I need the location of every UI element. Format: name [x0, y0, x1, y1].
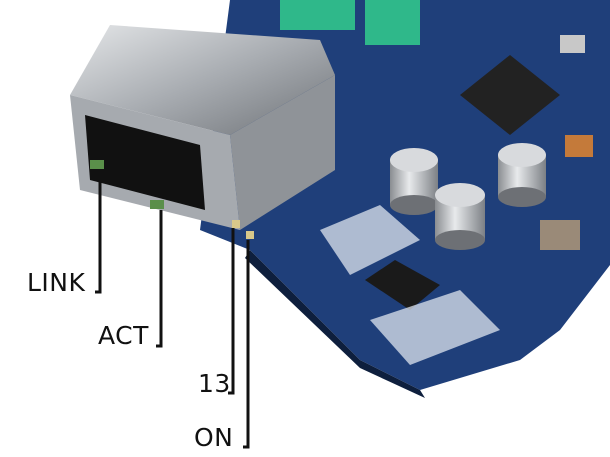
led-13 [232, 220, 240, 228]
on-callout-line [243, 240, 250, 449]
rj45-port-opening [85, 115, 205, 210]
link-callout-line [95, 172, 102, 294]
voltage-regulator [365, 260, 440, 310]
component [565, 135, 593, 157]
on-label: ON [194, 423, 234, 452]
header-connector [280, 0, 355, 30]
led-on [246, 231, 254, 239]
capacitor [435, 183, 485, 250]
silkscreen [320, 205, 420, 275]
crystal [560, 35, 585, 53]
capacitor [498, 143, 546, 207]
silkscreen [370, 290, 500, 365]
microcontroller-chip [460, 55, 560, 135]
pin13-label: 13 [198, 369, 231, 398]
act-label: ACT [98, 321, 149, 350]
act-callout-line [156, 210, 163, 348]
pin13-callout-line [228, 228, 235, 395]
pcb-edge [245, 250, 425, 398]
link-label: LINK [27, 268, 86, 297]
rj45-jack-side [230, 75, 335, 230]
act-led [150, 200, 164, 209]
header-connector [365, 0, 420, 45]
capacitor [390, 148, 438, 215]
link-led [90, 160, 104, 169]
component [540, 220, 580, 250]
rj45-jack-top [70, 25, 335, 135]
